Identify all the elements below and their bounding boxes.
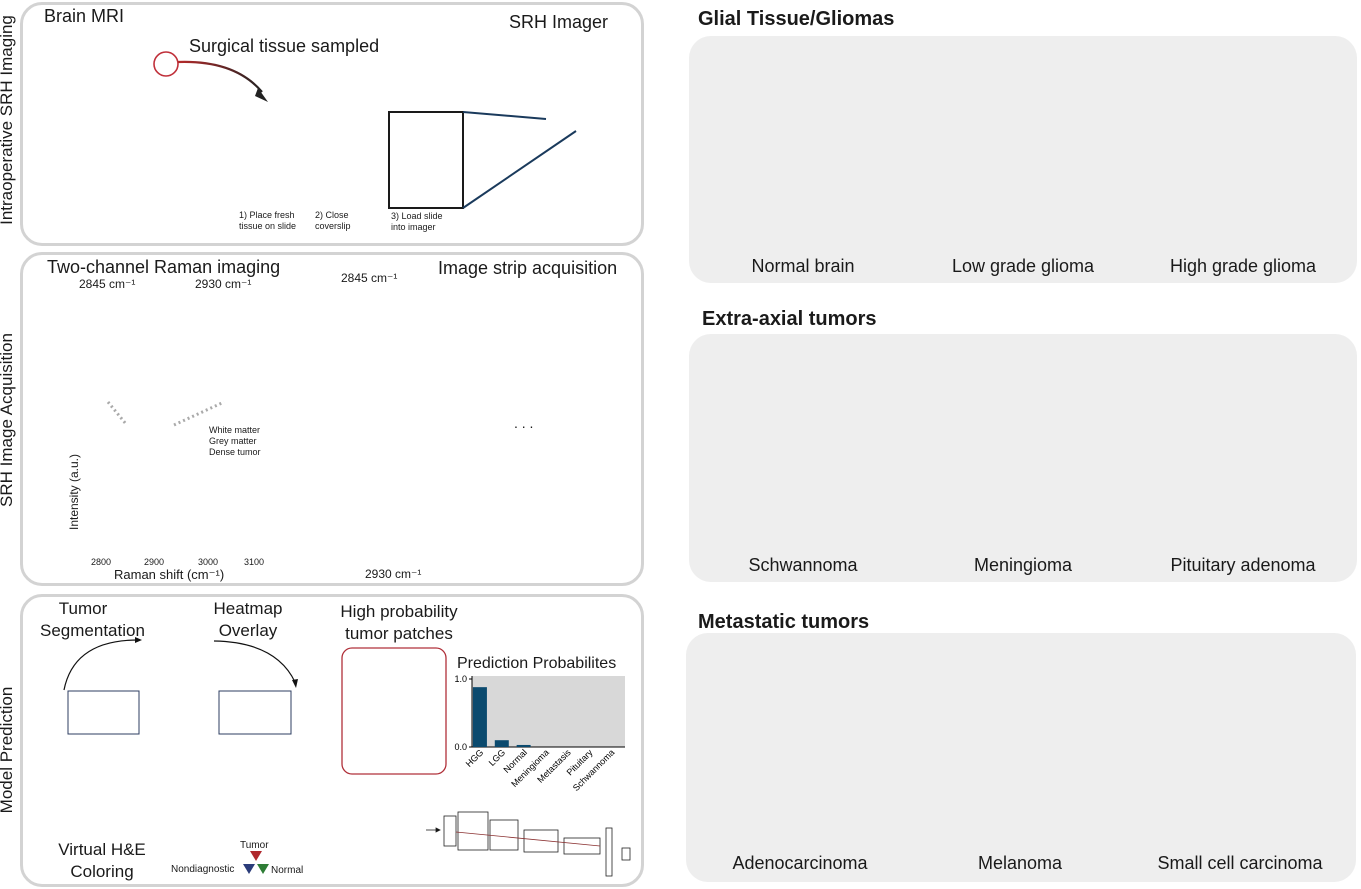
chart-ytick-label: 0.0 [454, 742, 467, 752]
chart-bar [472, 687, 487, 747]
surgical-tissue-label: Surgical tissue sampled [189, 36, 380, 56]
normal-marker [257, 864, 269, 874]
step1-label: 1) Place fresh tissue on slide [239, 210, 297, 231]
virtual-he-label: Virtual H&E Coloring [58, 840, 146, 881]
strip-ellipsis: . . . [514, 415, 534, 431]
heatmap-image-box [218, 690, 292, 735]
legend-dense-tumor: Dense tumor [209, 447, 261, 457]
label-low-grade-glioma: Low grade glioma [951, 256, 1095, 276]
channel-2845-label: 2845 cm⁻¹ [79, 277, 136, 291]
tumor-segmentation-label: Tumor Segmentation [40, 599, 145, 640]
channel-2930-label: 2930 cm⁻¹ [195, 277, 252, 291]
imager-box [388, 111, 464, 209]
label-small-cell-carcinoma: Small cell carcinoma [1157, 853, 1323, 873]
spectrum-xlabel: Raman shift (cm⁻¹) [114, 567, 225, 582]
tumor-marker [250, 851, 262, 861]
strip-2845-label: 2845 cm⁻¹ [341, 271, 398, 285]
label-melanoma: Melanoma [977, 853, 1063, 873]
strip-acquisition-title: Image strip acquisition [438, 258, 618, 278]
label-high-grade-glioma: High grade glioma [1169, 256, 1317, 276]
xtick-2900: 2900 [144, 557, 165, 567]
category-title-metastatic: Metastatic tumors [698, 611, 870, 633]
step3-label: 3) Load slide into imager [391, 211, 443, 232]
tissue-sample-circle [153, 51, 179, 77]
chart-plot-area [472, 676, 625, 747]
label-adenocarcinoma: Adenocarcinoma [732, 853, 868, 873]
tumor-label: Tumor [240, 840, 269, 851]
legend-white-matter: White matter [209, 425, 261, 435]
xtick-3100: 3100 [244, 557, 265, 567]
nondiagnostic-label: Nondiagnostic [171, 864, 235, 875]
prediction-diagram [63, 637, 631, 877]
heatmap-overlay-label: Heatmap Overlay [213, 599, 283, 640]
cnn-architecture-icon [426, 811, 631, 877]
xtick-3000: 3000 [198, 557, 219, 567]
chart-bar [516, 744, 531, 747]
xtick-2800: 2800 [91, 557, 112, 567]
strip-2930-label: 2930 cm⁻¹ [365, 567, 422, 581]
step2-label: 2) Close coverslip [315, 210, 351, 231]
tissue-sample-arrow [153, 51, 577, 209]
label-schwannoma: Schwannoma [748, 555, 858, 575]
category-box-extra-axial [689, 334, 1357, 582]
high-prob-label: High probability tumor patches [340, 602, 458, 643]
imaging-panel [20, 2, 644, 246]
two-channel-title: Two-channel Raman imaging [47, 257, 281, 277]
label-normal-brain: Normal brain [751, 256, 855, 276]
legend-grey-matter: Grey matter [209, 436, 257, 446]
chart-ytick-label: 1.0 [454, 674, 467, 684]
category-box-glial [689, 36, 1357, 283]
nondiagnostic-marker [243, 864, 255, 874]
category-title-glial: Glial Tissue/Gliomas [698, 8, 895, 30]
normal-label: Normal [271, 865, 304, 876]
chart-bar [494, 740, 509, 747]
label-pituitary-adenoma: Pituitary adenoma [1170, 555, 1316, 575]
category-title-extra-axial: Extra-axial tumors [702, 308, 877, 330]
chart-title: Prediction Probabilites [457, 655, 617, 672]
label-meningioma: Meningioma [973, 555, 1073, 575]
raman-spectrum-sketch [106, 400, 225, 427]
category-box-metastatic [686, 633, 1356, 882]
srh-imager-label: SRH Imager [509, 12, 609, 32]
acquisition-panel [20, 252, 644, 586]
chart-xtick-label: HGG [464, 747, 486, 769]
tumor-patches-box [341, 647, 447, 775]
segmentation-image-box [67, 690, 140, 735]
brain-mri-label: Brain MRI [44, 6, 125, 26]
